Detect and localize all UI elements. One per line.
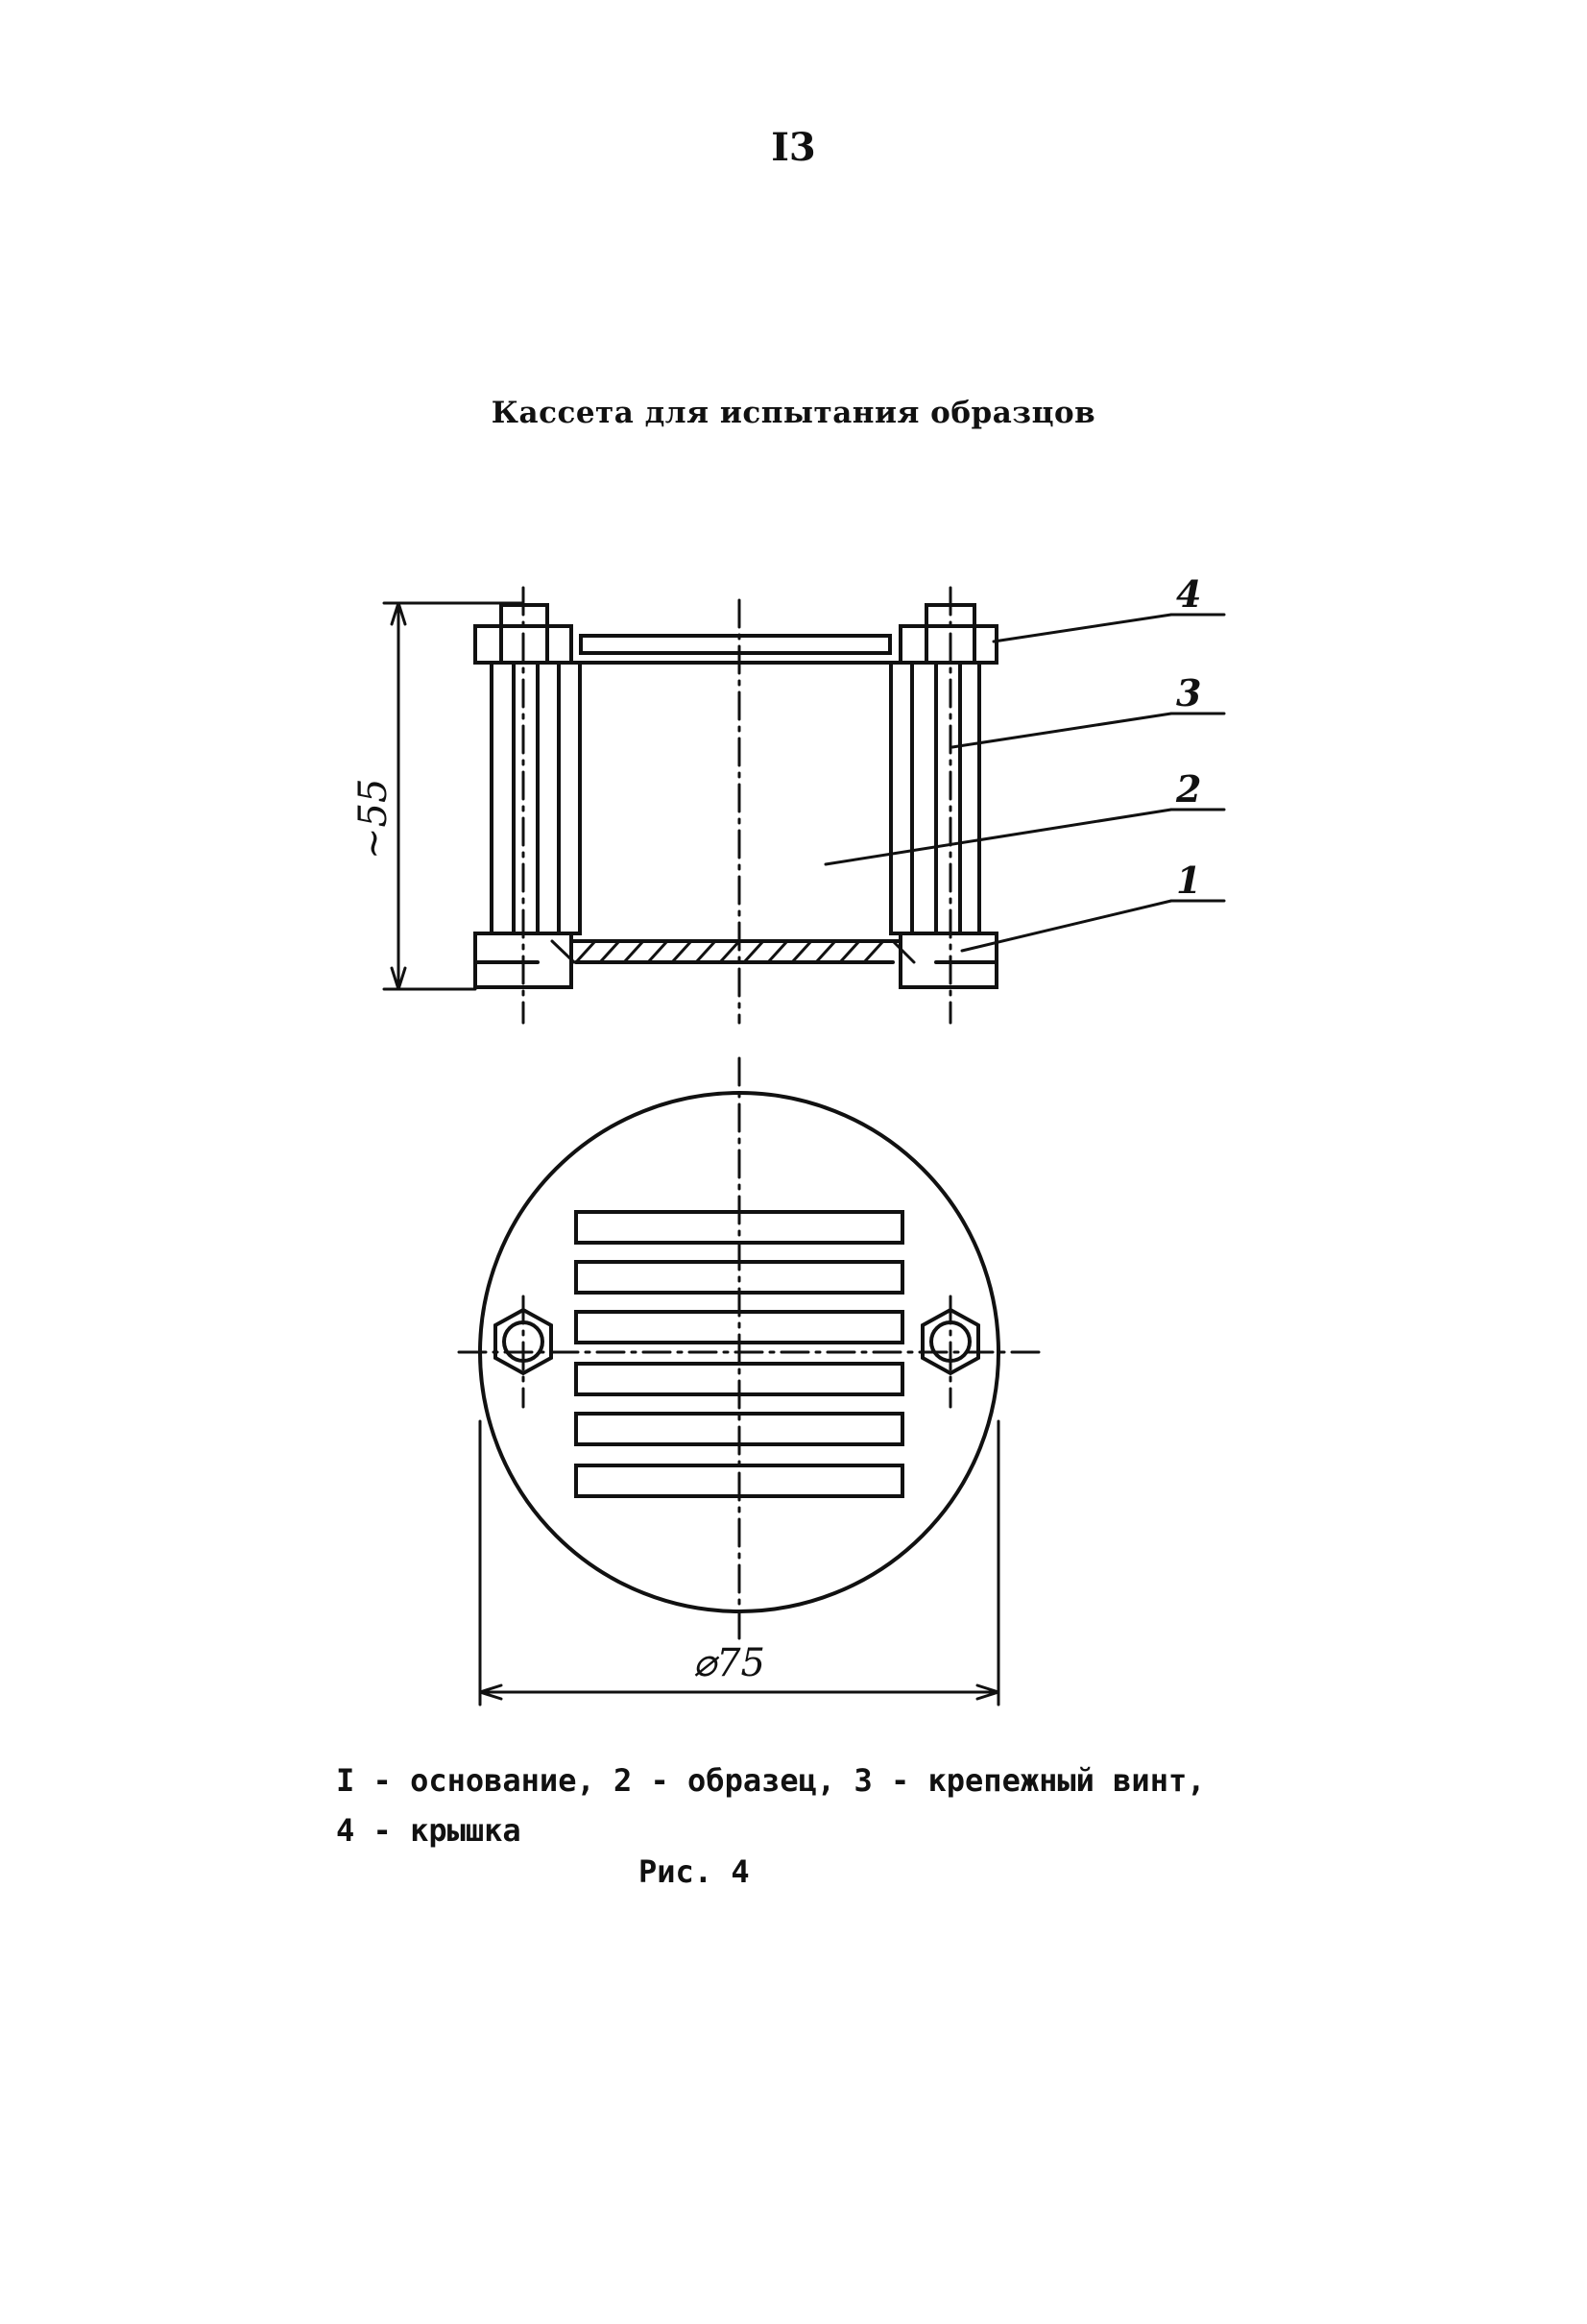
legend: I - основание, 2 - образец, 3 - крепежны…: [336, 1755, 1205, 1855]
page-number: I3: [771, 125, 816, 170]
sample-slots: [574, 1210, 904, 1498]
height-dimension: ~55: [351, 779, 396, 859]
callout-4: 4: [1176, 572, 1201, 616]
right-screws: [889, 661, 981, 935]
diameter-dimension: ⌀75: [693, 1641, 765, 1685]
left-screws: [490, 661, 582, 935]
right-hex-nut: [921, 1307, 980, 1376]
legend-line-1: I - основание, 2 - образец, 3 - крепежны…: [336, 1762, 1206, 1799]
callout-1: 1: [1176, 859, 1201, 902]
left-hex-nut: [493, 1307, 553, 1376]
callout-3: 3: [1176, 671, 1201, 714]
base: [473, 932, 998, 989]
callout-2: 2: [1175, 767, 1201, 811]
right-nut: [899, 603, 998, 665]
figure-caption: Рис. 4: [638, 1853, 750, 1890]
side-view: [382, 586, 1226, 1025]
cover-plate: [579, 634, 892, 655]
legend-line-2: 4 - крышка: [336, 1812, 521, 1849]
plan-view: [457, 1056, 1041, 1707]
figure-title: Кассета для испытания образцов: [491, 396, 1096, 430]
